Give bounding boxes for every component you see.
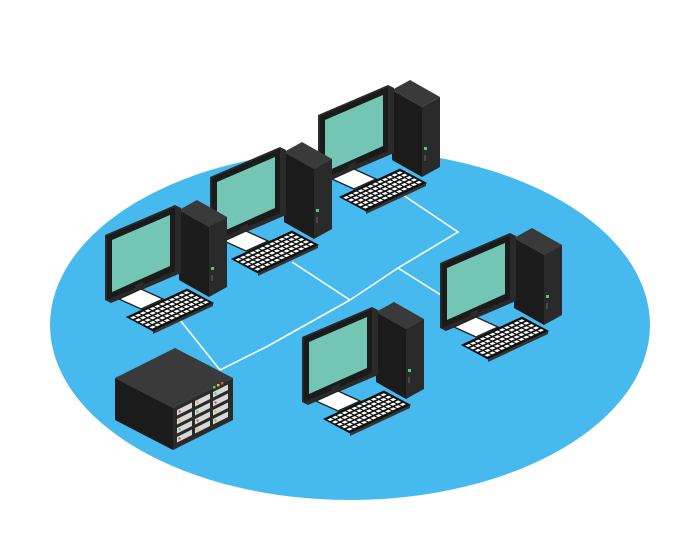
desktop-computer-icon: [440, 228, 562, 362]
monitor-screen: [112, 215, 170, 292]
network-nodes: [105, 80, 562, 450]
keyboard-icon: [338, 168, 428, 214]
link-workstation-2-workstation-5: [291, 261, 351, 301]
keyboard-icon: [125, 288, 215, 334]
monitor-screen: [447, 243, 505, 320]
link-server-workstation-1: [179, 319, 221, 371]
server: [115, 348, 233, 450]
monitor-screen: [309, 317, 367, 394]
link-workstation-3-workstation-4: [397, 194, 460, 269]
desktop-computer-icon: [302, 302, 424, 436]
link-server-workstation-5: [219, 299, 351, 371]
keyboard-icon: [322, 390, 412, 436]
workstation-1: [105, 200, 227, 334]
keyboard-icon: [460, 316, 550, 362]
workstation-4: [440, 228, 562, 362]
workstation-5: [302, 302, 424, 436]
keyboard-icon: [230, 230, 320, 276]
desktop-computer-icon: [210, 142, 332, 276]
monitor-screen: [325, 95, 383, 172]
workstation-2: [210, 142, 332, 276]
network-links: [179, 194, 460, 371]
desktop-computer-icon: [105, 200, 227, 334]
server-rack-icon: [115, 348, 233, 450]
desktop-computer-icon: [318, 80, 440, 214]
link-workstation-5-workstation-4: [349, 267, 453, 303]
monitor-screen: [217, 157, 275, 234]
workstation-3: [318, 80, 440, 214]
